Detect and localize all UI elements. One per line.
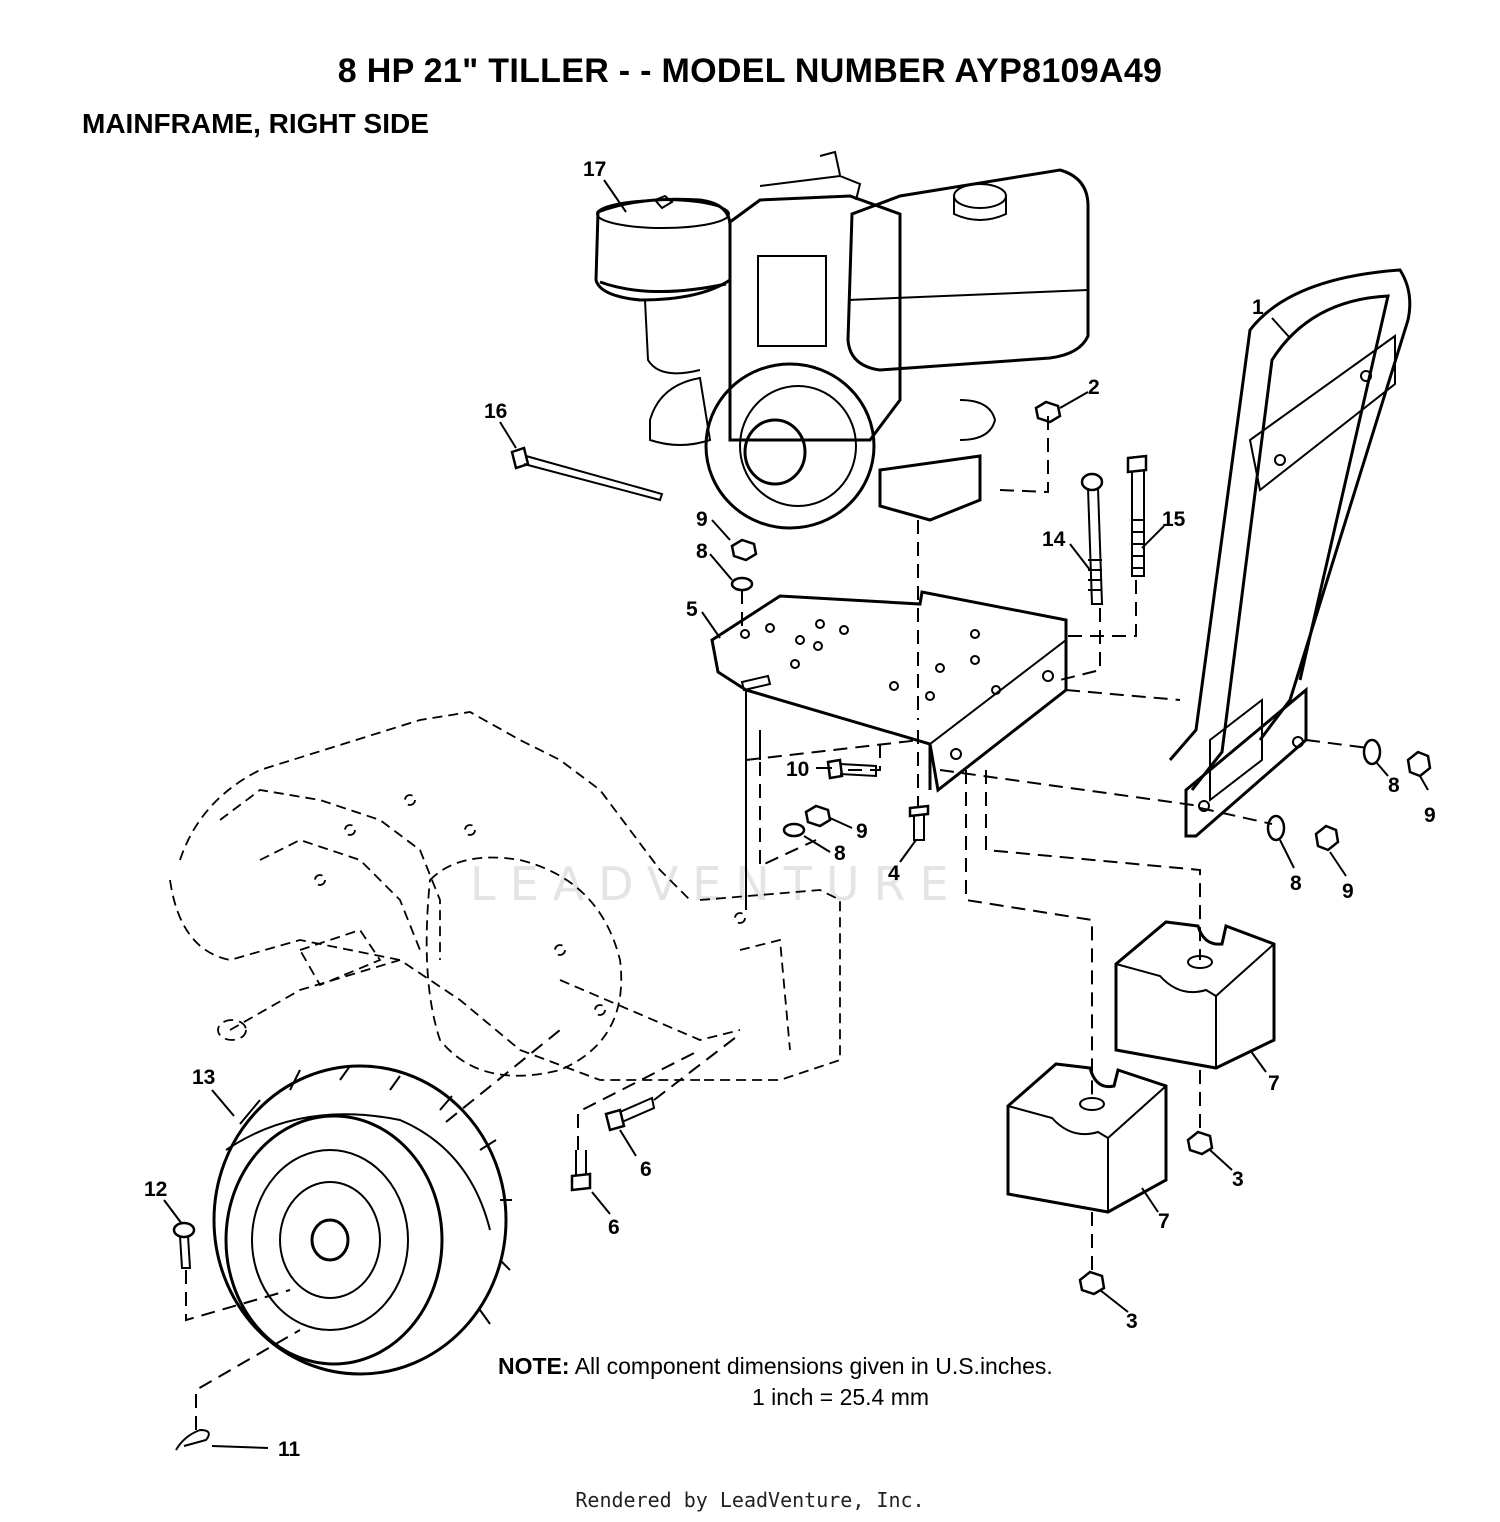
page-title: 8 HP 21" TILLER - - MODEL NUMBER AYP8109… <box>337 52 1163 90</box>
hex-nut-3-lower <box>1078 1270 1106 1296</box>
callout-8-right-upper: 8 <box>1388 774 1400 797</box>
note-line-2: 1 inch = 25.4 mm <box>752 1384 930 1410</box>
callout-9-right-upper: 9 <box>1424 804 1436 827</box>
callout-16: 16 <box>484 400 507 423</box>
callout-14: 14 <box>1042 528 1066 551</box>
render-credit: Rendered by LeadVenture, Inc. <box>575 1488 925 1512</box>
note-line-1: All component dimensions given in U.S.in… <box>574 1353 1053 1379</box>
page-subtitle: MAINFRAME, RIGHT SIDE <box>82 108 429 139</box>
screw-4 <box>908 804 930 841</box>
watermark: LEADVENTURE <box>470 857 963 911</box>
callout-13: 13 <box>192 1066 215 1089</box>
weight-upper <box>1114 920 1276 1070</box>
callout-9-mid: 9 <box>856 820 868 843</box>
hex-bolt-15 <box>1126 454 1148 577</box>
dimension-note: NOTE: All component dimensions given in … <box>498 1352 1053 1380</box>
callout-7-upper: 7 <box>1268 1072 1280 1095</box>
leader-lines <box>163 179 1429 1449</box>
hairpin-clip-11 <box>175 1428 210 1451</box>
callout-6-vertical: 6 <box>608 1216 620 1239</box>
callout-12: 12 <box>144 1178 167 1201</box>
assembly-lines <box>185 410 1369 1430</box>
tiller-body-ghost <box>169 711 841 1081</box>
callout-5: 5 <box>686 598 698 621</box>
callout-15: 15 <box>1162 508 1186 531</box>
bolt-6-horizontal <box>604 1096 656 1132</box>
engine-assembly <box>594 150 1090 530</box>
callout-11: 11 <box>278 1438 301 1461</box>
wheel-tire <box>212 1064 512 1376</box>
hex-nut-3-upper <box>1186 1130 1214 1156</box>
callout-6-horizontal: 6 <box>640 1158 652 1181</box>
callout-10: 10 <box>786 758 809 781</box>
carriage-bolt-14 <box>1080 472 1104 605</box>
bolt-6-vertical <box>570 1150 592 1192</box>
callout-1: 1 <box>1252 296 1264 319</box>
callout-3-upper: 3 <box>1232 1168 1244 1191</box>
callout-8-right-lower: 8 <box>1290 872 1302 895</box>
nut-washer-mid <box>782 804 832 838</box>
weight-lower <box>1006 1062 1168 1214</box>
callout-9-right-lower: 9 <box>1342 880 1354 903</box>
callout-7-lower: 7 <box>1158 1210 1170 1233</box>
callout-2: 2 <box>1088 376 1100 399</box>
callout-8-mid: 8 <box>834 842 846 865</box>
callout-4: 4 <box>888 862 900 885</box>
callout-3-lower: 3 <box>1126 1310 1138 1333</box>
hex-nut-2 <box>1034 400 1062 424</box>
clevis-pin-12 <box>172 1221 196 1269</box>
nut-washer-top <box>730 538 758 592</box>
nut-washer-right-upper <box>1362 738 1432 778</box>
note-label: NOTE: <box>498 1353 570 1379</box>
nut-washer-right-lower <box>1266 814 1340 852</box>
callout-8-top: 8 <box>696 540 708 563</box>
callout-17: 17 <box>583 158 606 181</box>
callout-9-top: 9 <box>696 508 708 531</box>
cable-tie-16 <box>510 446 664 502</box>
bumper-bar <box>1168 268 1412 838</box>
